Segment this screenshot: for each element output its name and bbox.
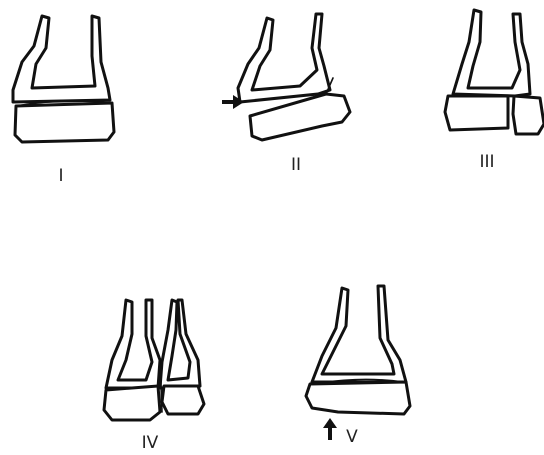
panel-iii-label: III [479,152,494,172]
arrow-up-icon [323,418,337,440]
epiphysis-main [104,386,160,420]
metaphysis-shaft [453,10,530,96]
epiphysis-fragment [162,386,204,414]
panel-i-label: I [58,166,63,186]
panel-ii-label: II [291,155,301,175]
panel-iii: III [445,10,544,172]
panel-i: I [13,16,114,186]
panel-ii: II [222,14,350,175]
panel-v: V [306,286,410,447]
panel-iv-label: IV [142,433,159,453]
epiphysis-block [15,103,114,142]
metaphysis-split-fragment [160,300,200,388]
metaphysis-shaft [238,14,330,102]
crushed-epiphysis [306,382,410,414]
metaphysis-main [106,300,160,388]
epiphysis-lateral-fragment [513,96,544,134]
metaphysis-shaft [312,286,406,382]
epiphysis-medial-part [445,96,508,130]
panel-iv: IV [104,300,204,453]
panel-v-label: V [346,427,358,447]
metaphysis-shaft [13,16,110,102]
